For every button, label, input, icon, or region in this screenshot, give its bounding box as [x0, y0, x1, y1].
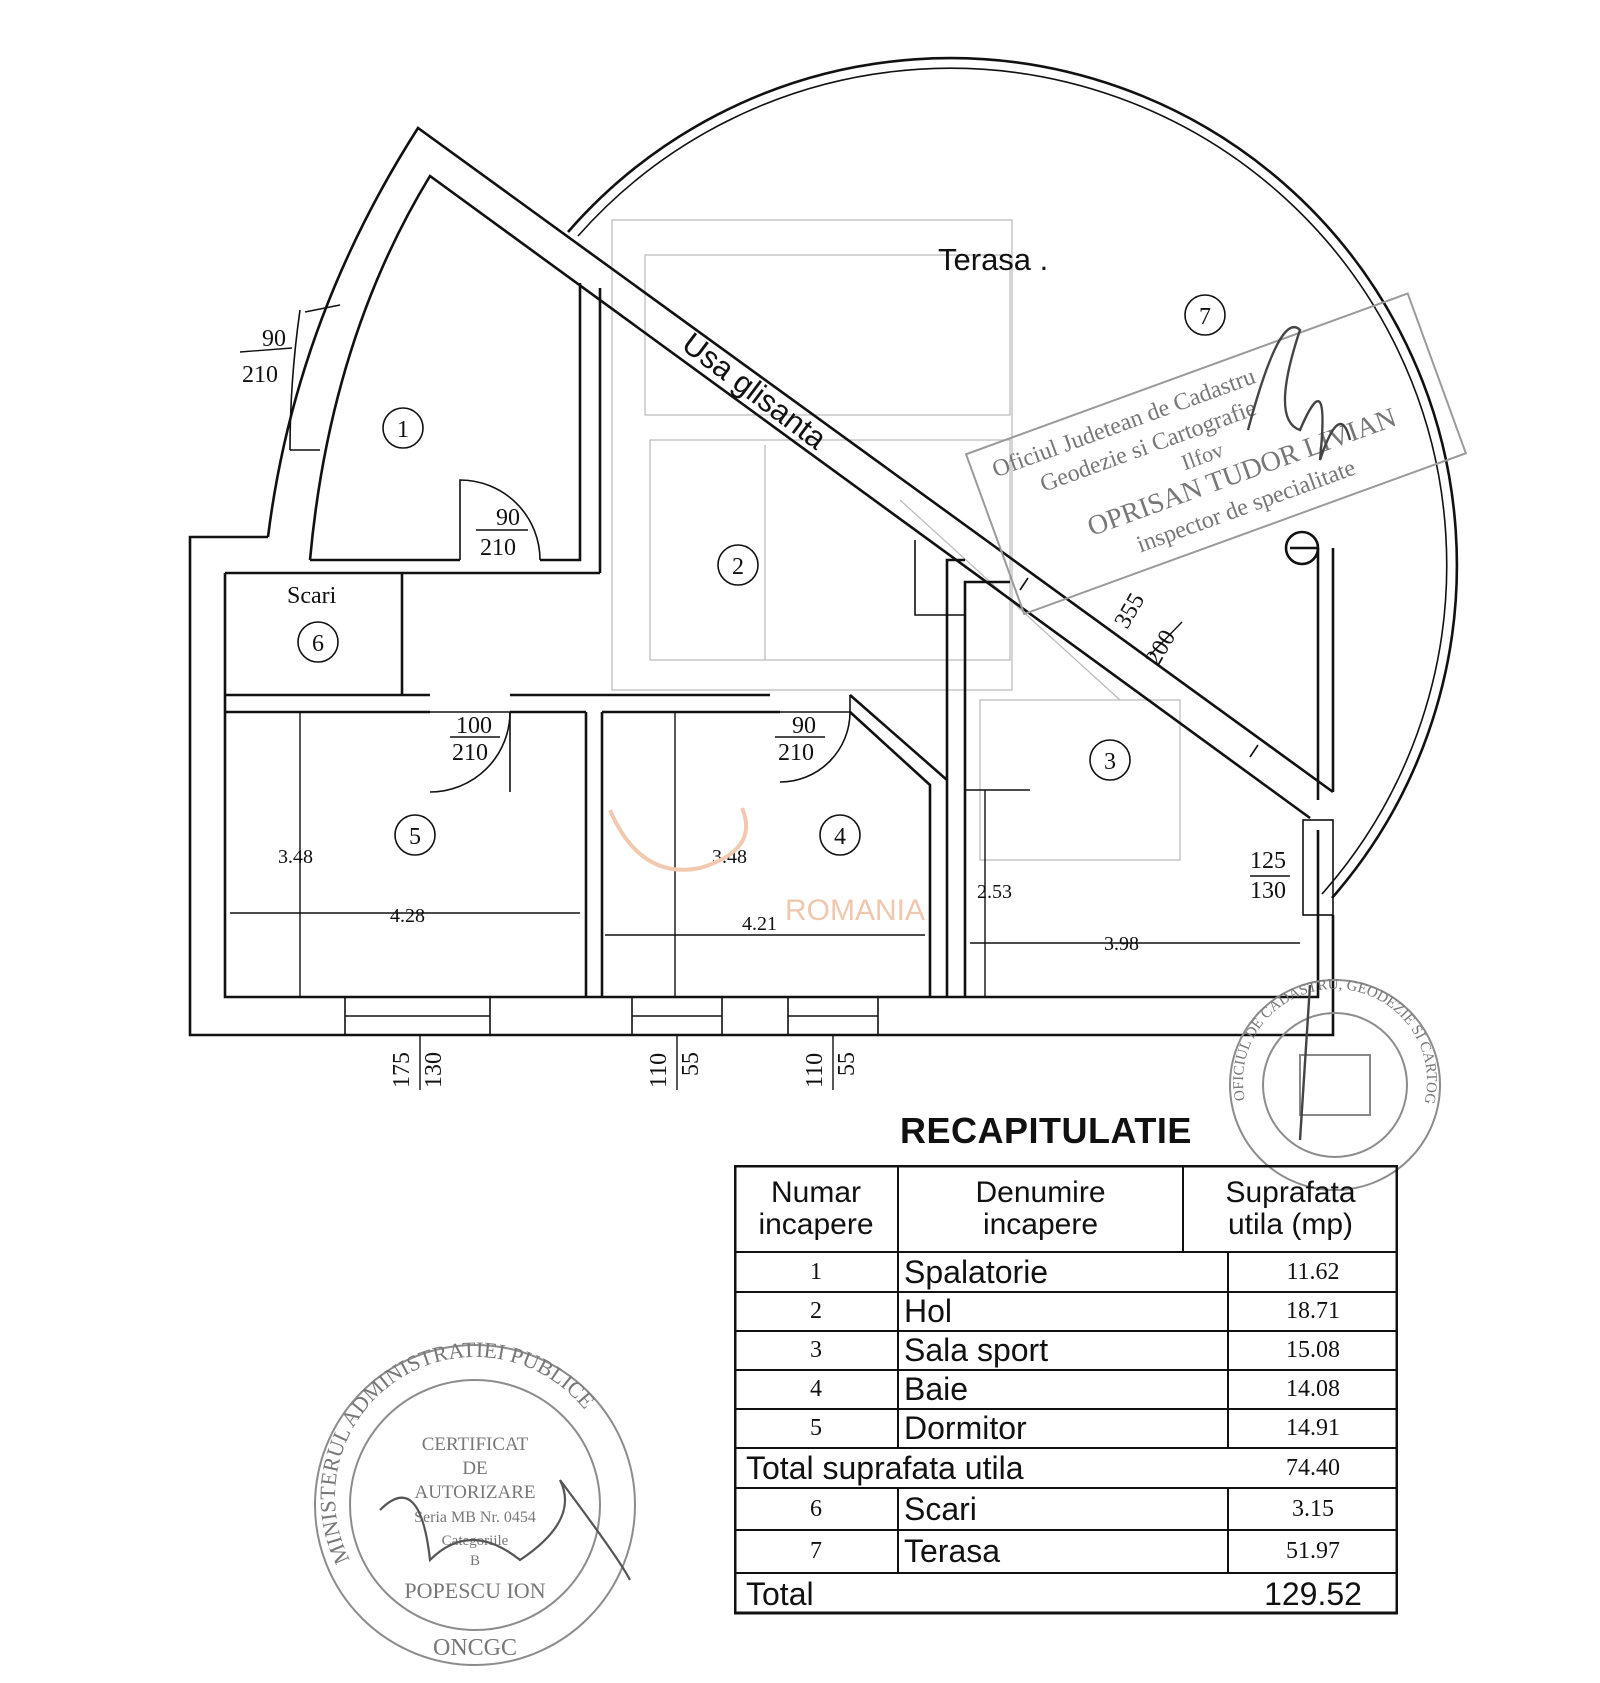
row-7-name: Terasa: [904, 1533, 1001, 1569]
building-walls: [188, 126, 1335, 1037]
row-6-name: Scari: [904, 1490, 977, 1527]
dim-room4-width: 4.21: [742, 913, 777, 935]
dim-room5-width: 4.28: [390, 905, 425, 927]
row-4-name: Baie: [904, 1371, 969, 1407]
opening-room5-door-height: 210: [452, 740, 488, 766]
terrace-outline-inner: [577, 67, 1448, 895]
signature-right: [1298, 984, 1312, 1141]
row-5-number: 5: [810, 1415, 822, 1441]
opening-room5-bottom-window-width: 175: [389, 1052, 415, 1088]
row-5-name: Dormitor: [904, 1410, 1027, 1446]
svg-text:DE: DE: [462, 1458, 487, 1479]
row-7-area: 51.97: [1286, 1538, 1340, 1564]
svg-text:5: 5: [409, 824, 421, 850]
opening-room1-window-height: 210: [242, 362, 278, 388]
row-2-area: 18.71: [1286, 1298, 1340, 1324]
row-2-number: 2: [810, 1298, 822, 1324]
row-7-number: 7: [810, 1538, 822, 1564]
total-area: 129.52: [1264, 1575, 1362, 1612]
dim-room3-width: 3.98: [1104, 933, 1139, 955]
room-marker-7: [1184, 294, 1226, 336]
room-marker-4: [819, 814, 861, 856]
dimension-lines: [230, 347, 1300, 1090]
opening-room1-window-width: 90: [262, 326, 286, 352]
row-1-area: 11.62: [1286, 1258, 1340, 1285]
room-marker-5: [394, 814, 436, 856]
opening-room4-left-window-width: 110: [646, 1053, 672, 1088]
terrace-outline: [567, 56, 1459, 899]
svg-text:POPESCU ION: POPESCU ION: [404, 1578, 545, 1603]
room-marker-6: [297, 621, 339, 663]
row-3-area: 15.08: [1286, 1337, 1340, 1363]
room-markers: 1 2 3 4 5 6 7: [297, 294, 1226, 856]
svg-text:AUTORIZARE: AUTORIZARE: [414, 1482, 535, 1503]
opening-room5-bottom-window-height: 130: [421, 1052, 447, 1088]
row-3-name: Sala sport: [904, 1332, 1049, 1368]
svg-text:B: B: [470, 1553, 480, 1569]
watermark-swoosh: [608, 807, 749, 872]
stamp-round-left: MINISTERUL ADMINISTRATIEI PUBLICE ONCGC …: [314, 1337, 636, 1666]
row-4-number: 4: [810, 1376, 822, 1402]
svg-text:7: 7: [1199, 304, 1211, 330]
dim-room5-height: 3.48: [278, 846, 313, 868]
svg-text:2: 2: [732, 554, 744, 580]
opening-room4-door-width: 90: [792, 713, 816, 739]
opening-room3-window-width: 125: [1250, 848, 1286, 874]
room-marker-2: [717, 544, 759, 586]
subtotal-area: 74.40: [1286, 1454, 1340, 1481]
row-5-area: 14.91: [1286, 1415, 1340, 1441]
opening-sliding-door-width: 355: [1110, 589, 1151, 633]
opening-room3-window-height: 130: [1250, 878, 1286, 904]
recap-grid: [734, 1165, 1398, 1615]
recap-title: RECAPITULATIE: [900, 1110, 1192, 1151]
opening-room4-right-window-height: 55: [834, 1052, 860, 1076]
stairs-label: Scari: [287, 583, 337, 609]
opening-room4-right-window-width: 110: [802, 1053, 828, 1088]
stamp-round-right: OFICIUL DE CADASTRU, GEODEZIE SI CARTOGR…: [0, 0, 1441, 1191]
row-1-number: 1: [810, 1258, 822, 1285]
svg-text:Seria MB Nr. 0454: Seria MB Nr. 0454: [414, 1509, 536, 1526]
opening-room4-left-window-height: 55: [678, 1052, 704, 1076]
row-6-area: 3.15: [1292, 1495, 1334, 1522]
opening-room5-door-width: 100: [456, 713, 492, 739]
svg-text:6: 6: [312, 631, 324, 657]
row-3-number: 3: [810, 1337, 822, 1363]
signature-left: [379, 1479, 631, 1581]
svg-text:CERTIFICAT: CERTIFICAT: [422, 1434, 529, 1455]
opening-room4-door-height: 210: [778, 740, 814, 766]
svg-text:1: 1: [397, 417, 409, 443]
sliding-door-label: Usa glisanta: [676, 326, 834, 457]
svg-text:4: 4: [834, 824, 846, 850]
signature-top: [1246, 326, 1352, 461]
terrace-label: Terasa .: [938, 242, 1048, 277]
subtotal-label: Total suprafata utila: [746, 1449, 1024, 1486]
room-marker-3: [1089, 739, 1131, 781]
stamp-cadastru: Oficiul Judetean de Cadastru Geodezie si…: [964, 292, 1468, 616]
row-1-name: Spalatorie: [904, 1253, 1049, 1290]
dim-room3-height: 2.53: [977, 881, 1012, 903]
svg-text:OFICIUL DE CADASTRU, GEODEZIE: OFICIUL DE CADASTRU, GEODEZIE SI CARTOGR…: [0, 0, 1439, 1105]
room-marker-1: [382, 407, 424, 449]
total-label: Total: [746, 1575, 814, 1612]
row-4-area: 14.08: [1286, 1376, 1340, 1402]
opening-sliding-door-height: 200: [1141, 626, 1182, 670]
opening-room1-door-width: 90: [496, 505, 520, 531]
svg-text:ONCGC: ONCGC: [433, 1635, 517, 1661]
opening-room1-door-height: 210: [480, 535, 516, 561]
svg-text:3: 3: [1104, 749, 1116, 775]
row-6-number: 6: [810, 1495, 822, 1522]
row-2-name: Hol: [904, 1293, 953, 1329]
watermark-text: ROMANIA: [785, 894, 925, 927]
